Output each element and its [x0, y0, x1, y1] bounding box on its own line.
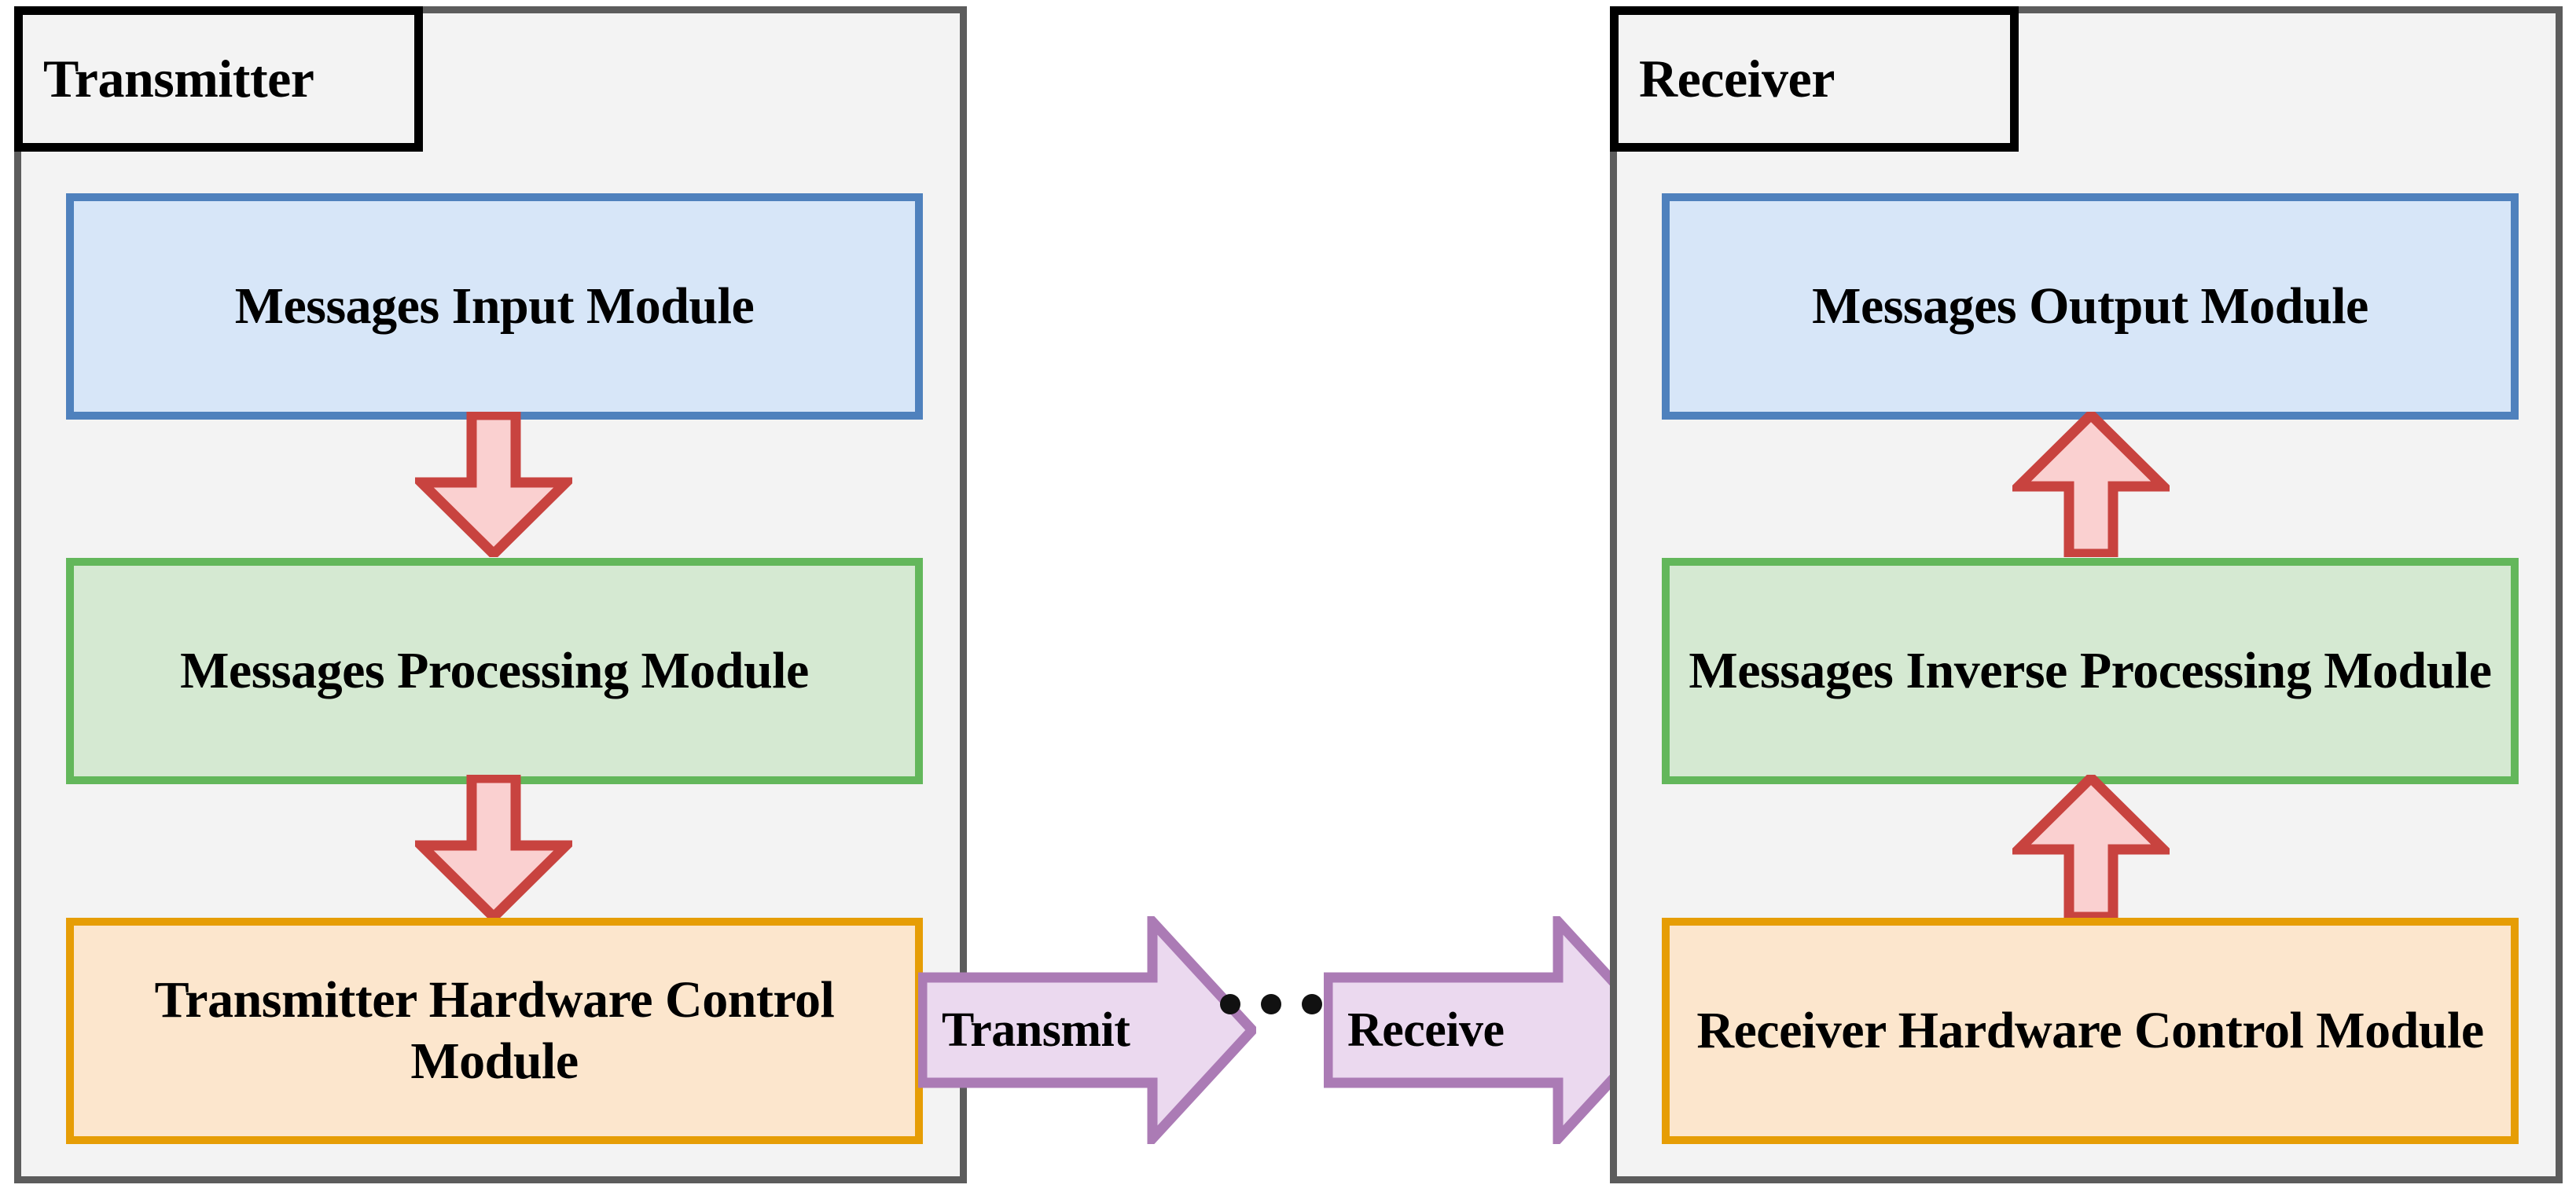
module-transmitter-hardware-control[interactable]: Transmitter Hardware Control Module: [66, 918, 923, 1144]
module-messages-output-label: Messages Output Module: [1812, 277, 2368, 336]
rx-arrow-inverse-to-output-icon: [2012, 412, 2170, 557]
module-messages-output[interactable]: Messages Output Module: [1662, 193, 2519, 420]
transmitter-title: Transmitter: [14, 6, 423, 152]
module-receiver-hardware-control-label: Receiver Hardware Control Module: [1696, 1002, 2484, 1060]
module-receiver-hardware-control[interactable]: Receiver Hardware Control Module: [1662, 918, 2519, 1144]
receiver-title: Receiver: [1610, 6, 2019, 152]
channel-ellipsis: [1220, 988, 1322, 1020]
transmitter-title-label: Transmitter: [43, 49, 314, 108]
receive-label-text: Receive: [1347, 1003, 1505, 1057]
module-messages-processing-label: Messages Processing Module: [180, 642, 809, 700]
ellipsis-dot-1: [1220, 994, 1240, 1014]
tx-arrow-processing-to-hardware-icon: [415, 775, 572, 920]
receive-label: Receive: [1339, 916, 1583, 1144]
transmit-arrow-icon[interactable]: [918, 916, 1256, 1144]
tx-arrow-input-to-processing-icon: [415, 412, 572, 557]
module-messages-input[interactable]: Messages Input Module: [66, 193, 923, 420]
ellipsis-dot-2: [1261, 994, 1281, 1014]
module-transmitter-hardware-control-label: Transmitter Hardware Control Module: [154, 971, 835, 1090]
receive-arrow-icon[interactable]: [1324, 916, 1662, 1144]
rx-arrow-hardware-to-inverse-icon: [2012, 775, 2170, 920]
module-messages-input-label: Messages Input Module: [234, 277, 755, 336]
receiver-title-label: Receiver: [1639, 49, 1835, 108]
module-messages-inverse-processing-label: Messages Inverse Processing Module: [1689, 642, 2492, 700]
module-messages-inverse-processing[interactable]: Messages Inverse Processing Module: [1662, 558, 2519, 784]
ellipsis-dot-3: [1302, 994, 1322, 1014]
module-messages-processing[interactable]: Messages Processing Module: [66, 558, 923, 784]
transmit-label: Transmit: [934, 916, 1178, 1144]
transmit-label-text: Transmit: [942, 1003, 1130, 1057]
